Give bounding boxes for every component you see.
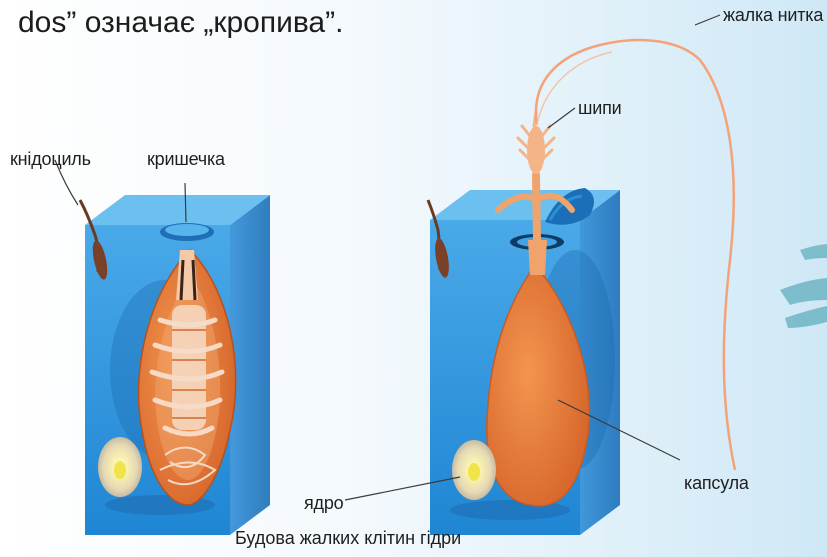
cell-resting	[80, 195, 270, 535]
label-thread: жалка нитка	[723, 6, 823, 24]
intro-text: dos” означає „кропива”.	[18, 8, 343, 38]
figure-caption: Будова жалких клітин гідри	[235, 528, 461, 549]
label-lid: кришечка	[147, 150, 225, 168]
label-capsule: капсула	[684, 474, 749, 492]
label-spines: шипи	[578, 99, 622, 117]
label-nucleus: ядро	[304, 494, 343, 512]
label-cnidocil: кнідоциль	[10, 150, 91, 168]
